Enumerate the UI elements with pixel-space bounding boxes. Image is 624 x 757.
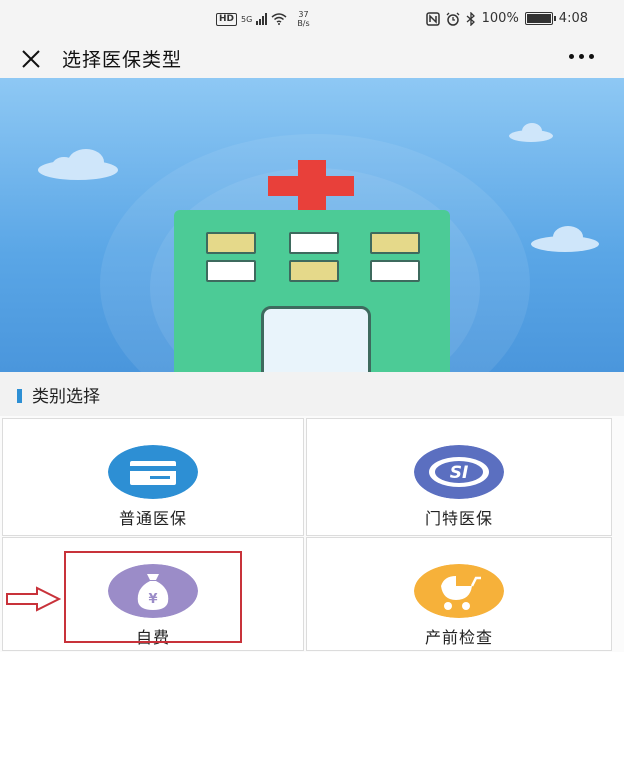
bluetooth-icon <box>466 11 475 26</box>
category-special-insurance[interactable]: SI 门特医保 <box>306 418 612 536</box>
alarm-icon <box>446 12 460 26</box>
card-icon <box>108 445 198 499</box>
category-label: 门特医保 <box>424 509 493 528</box>
section-accent-bar <box>17 389 22 403</box>
status-left: HD 5G 37 B/s <box>216 10 310 28</box>
hd-badge: HD <box>216 12 238 26</box>
money-bag-icon: ¥ <box>108 564 198 618</box>
nfc-icon <box>425 11 440 26</box>
net-speed-value: 37 <box>298 10 309 19</box>
section-header: 类别选择 <box>0 372 624 416</box>
svg-text:SI: SI <box>450 463 469 483</box>
clock: 4:08 <box>558 11 588 26</box>
network-type: 5G <box>241 14 253 24</box>
window <box>370 232 420 254</box>
signal-icon <box>256 13 268 25</box>
window <box>206 260 256 282</box>
window <box>206 232 256 254</box>
highlight-box <box>64 551 242 643</box>
battery-icon <box>524 12 556 25</box>
more-icon[interactable] <box>569 54 594 59</box>
cloud-icon <box>531 226 599 252</box>
net-speed-unit: B/s <box>297 19 310 28</box>
arrow-right-icon <box>6 586 61 612</box>
category-label: 普通医保 <box>118 509 187 528</box>
status-bar: HD 5G 37 B/s 100% 4:08 <box>0 0 624 38</box>
window <box>289 260 339 282</box>
category-label: 产前检查 <box>424 628 493 647</box>
svg-text:¥: ¥ <box>148 592 157 607</box>
category-grid: 普通医保 SI 门特医保 ¥ 自费 产前检查 <box>0 416 624 652</box>
window <box>289 232 339 254</box>
cloud-icon <box>509 123 553 142</box>
red-cross-bar <box>268 176 354 196</box>
section-title: 类别选择 <box>32 387 100 407</box>
close-icon[interactable] <box>20 48 42 70</box>
social-insurance-icon: SI <box>414 445 504 499</box>
hospital-banner <box>0 78 624 372</box>
net-speed: 37 B/s <box>297 10 309 28</box>
page-title: 选择医保类型 <box>62 49 183 71</box>
battery-percent: 100% <box>481 11 519 26</box>
window <box>370 260 420 282</box>
category-prenatal-check[interactable]: 产前检查 <box>306 537 612 651</box>
status-right: 100% 4:08 <box>425 11 588 26</box>
hospital-door <box>261 306 371 372</box>
cloud-icon <box>38 149 118 180</box>
category-general-insurance[interactable]: 普通医保 <box>2 418 304 536</box>
wifi-icon <box>271 13 287 25</box>
title-bar: 选择医保类型 <box>0 38 624 78</box>
category-self-pay[interactable]: ¥ 自费 <box>2 537 304 651</box>
baby-stroller-icon <box>414 564 504 618</box>
